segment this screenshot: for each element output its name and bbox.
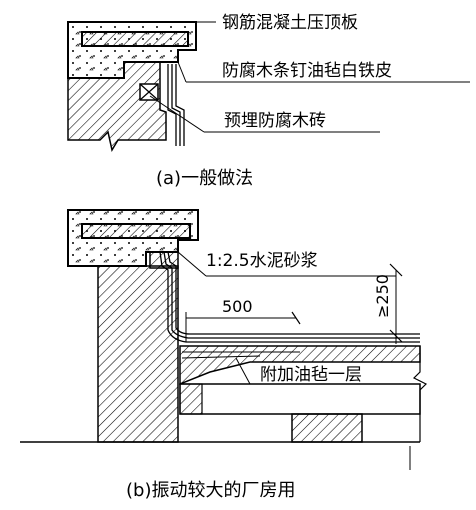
rebar-block-b — [81, 223, 191, 239]
dimension-250: ≥250 — [373, 274, 392, 318]
label-wood-brick: 预埋防腐木砖 — [224, 111, 326, 131]
label-mortar: 1:2.5水泥砂浆 — [206, 251, 318, 271]
rebar-block-a — [81, 31, 189, 47]
additional-felt-b — [181, 351, 300, 359]
dimension-500: 500 — [222, 297, 253, 316]
diagram-a: 钢筋混凝土压顶板 防腐木条钉油毡白铁皮 预埋防腐木砖 (a)一般做法 — [67, 13, 470, 189]
diagram-b: 1:2.5水泥砂浆 500 ≥250 附加油毡一层 (b)振动较大的厂房用 — [20, 209, 428, 501]
lower-block-b — [291, 413, 363, 443]
label-coping-slab: 钢筋混凝土压顶板 — [222, 13, 358, 33]
parapet-wall-b — [97, 265, 179, 443]
beam-b — [179, 383, 421, 415]
caption-a: (a)一般做法 — [156, 168, 253, 189]
flashing-a — [167, 64, 185, 146]
mortar-layer-b — [159, 251, 420, 343]
label-additional-felt: 附加油毡一层 — [260, 365, 362, 385]
label-wood-strip-flashing: 防腐木条钉油毡白铁皮 — [222, 61, 392, 81]
caption-b: (b)振动较大的厂房用 — [126, 480, 295, 501]
